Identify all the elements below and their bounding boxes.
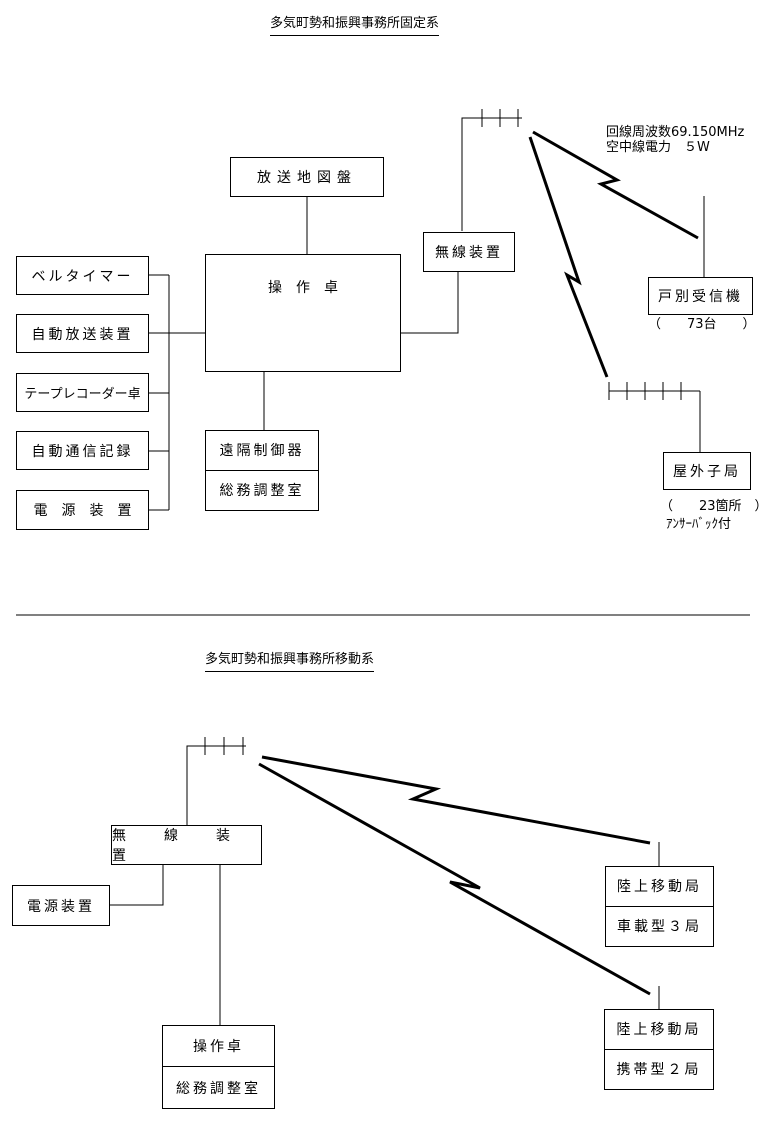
console-box: 操 作 卓 — [205, 254, 401, 372]
tape-recorder-box: テープレコーダー卓 — [16, 373, 149, 412]
radio-link-mobile-1 — [261, 755, 651, 845]
bell-timer-box: ベルタイマー — [16, 256, 149, 295]
remote-controller-label: 遠隔制御器 — [206, 431, 318, 471]
frequency-label: 回線周波数69.150MHz — [606, 125, 745, 140]
console-label: 操 作 卓 — [268, 280, 338, 296]
power-unit-box: 電 源 装 置 — [16, 490, 149, 530]
mobile-console-box: 操作卓 総務調整室 — [162, 1025, 275, 1109]
link-console-radio — [401, 272, 459, 334]
mobile-antenna-mast — [186, 745, 246, 825]
mobile-console-label: 操作卓 — [163, 1026, 274, 1067]
radio-antenna-mast — [461, 117, 522, 231]
auto-comm-log-box: 自動通信記録 — [16, 431, 149, 470]
auto-broadcast-box: 自動放送装置 — [16, 314, 149, 353]
radio-link-outdoor — [528, 136, 609, 378]
land-mobile-station-2-box: 陸上移動局 携帯型２局 — [604, 1009, 714, 1090]
remote-controller-box: 遠隔制御器 総務調整室 — [205, 430, 319, 511]
outdoor-station-box: 屋外子局 — [663, 452, 751, 490]
land-mobile-station-2-label: 陸上移動局 — [605, 1010, 713, 1050]
radio-unit-box: 無線装置 — [423, 232, 515, 272]
antenna-power-label: 空中線電力 ５W — [606, 139, 710, 155]
household-receiver-count: （ 73台 ） — [648, 317, 756, 332]
frequency-note: 回線周波数69.150MHz 空中線電力 ５W — [606, 125, 745, 156]
map-board-box: 放送地図盤 — [230, 157, 384, 197]
radio-link-mobile-2 — [258, 762, 651, 996]
land-mobile-station-2-type: 携帯型２局 — [616, 1062, 702, 1079]
land-mobile-station-1-box: 陸上移動局 車載型３局 — [605, 866, 714, 947]
outdoor-station-count: （ 23箇所 ） — [660, 499, 768, 514]
household-receiver-box: 戸別受信機 — [648, 277, 753, 315]
answerback-note: ｱﾝｻｰﾊﾞｯｸ付 — [666, 517, 732, 532]
remote-controller-location: 総務調整室 — [219, 483, 305, 500]
mobile-power-unit-box: 電源装置 — [12, 885, 110, 926]
fixed-system-title: 多気町勢和振興事務所固定系 — [270, 12, 440, 36]
link-mobile-power-radio — [110, 865, 164, 906]
mobile-radio-unit-box: 無 線 装 置 — [111, 825, 262, 865]
land-mobile-station-1-label: 陸上移動局 — [606, 867, 713, 907]
mobile-system-title: 多気町勢和振興事務所移動系 — [205, 648, 375, 672]
land-mobile-station-1-type: 車載型３局 — [617, 919, 702, 936]
mobile-console-location: 総務調整室 — [176, 1080, 261, 1097]
radio-link-household — [532, 130, 699, 240]
